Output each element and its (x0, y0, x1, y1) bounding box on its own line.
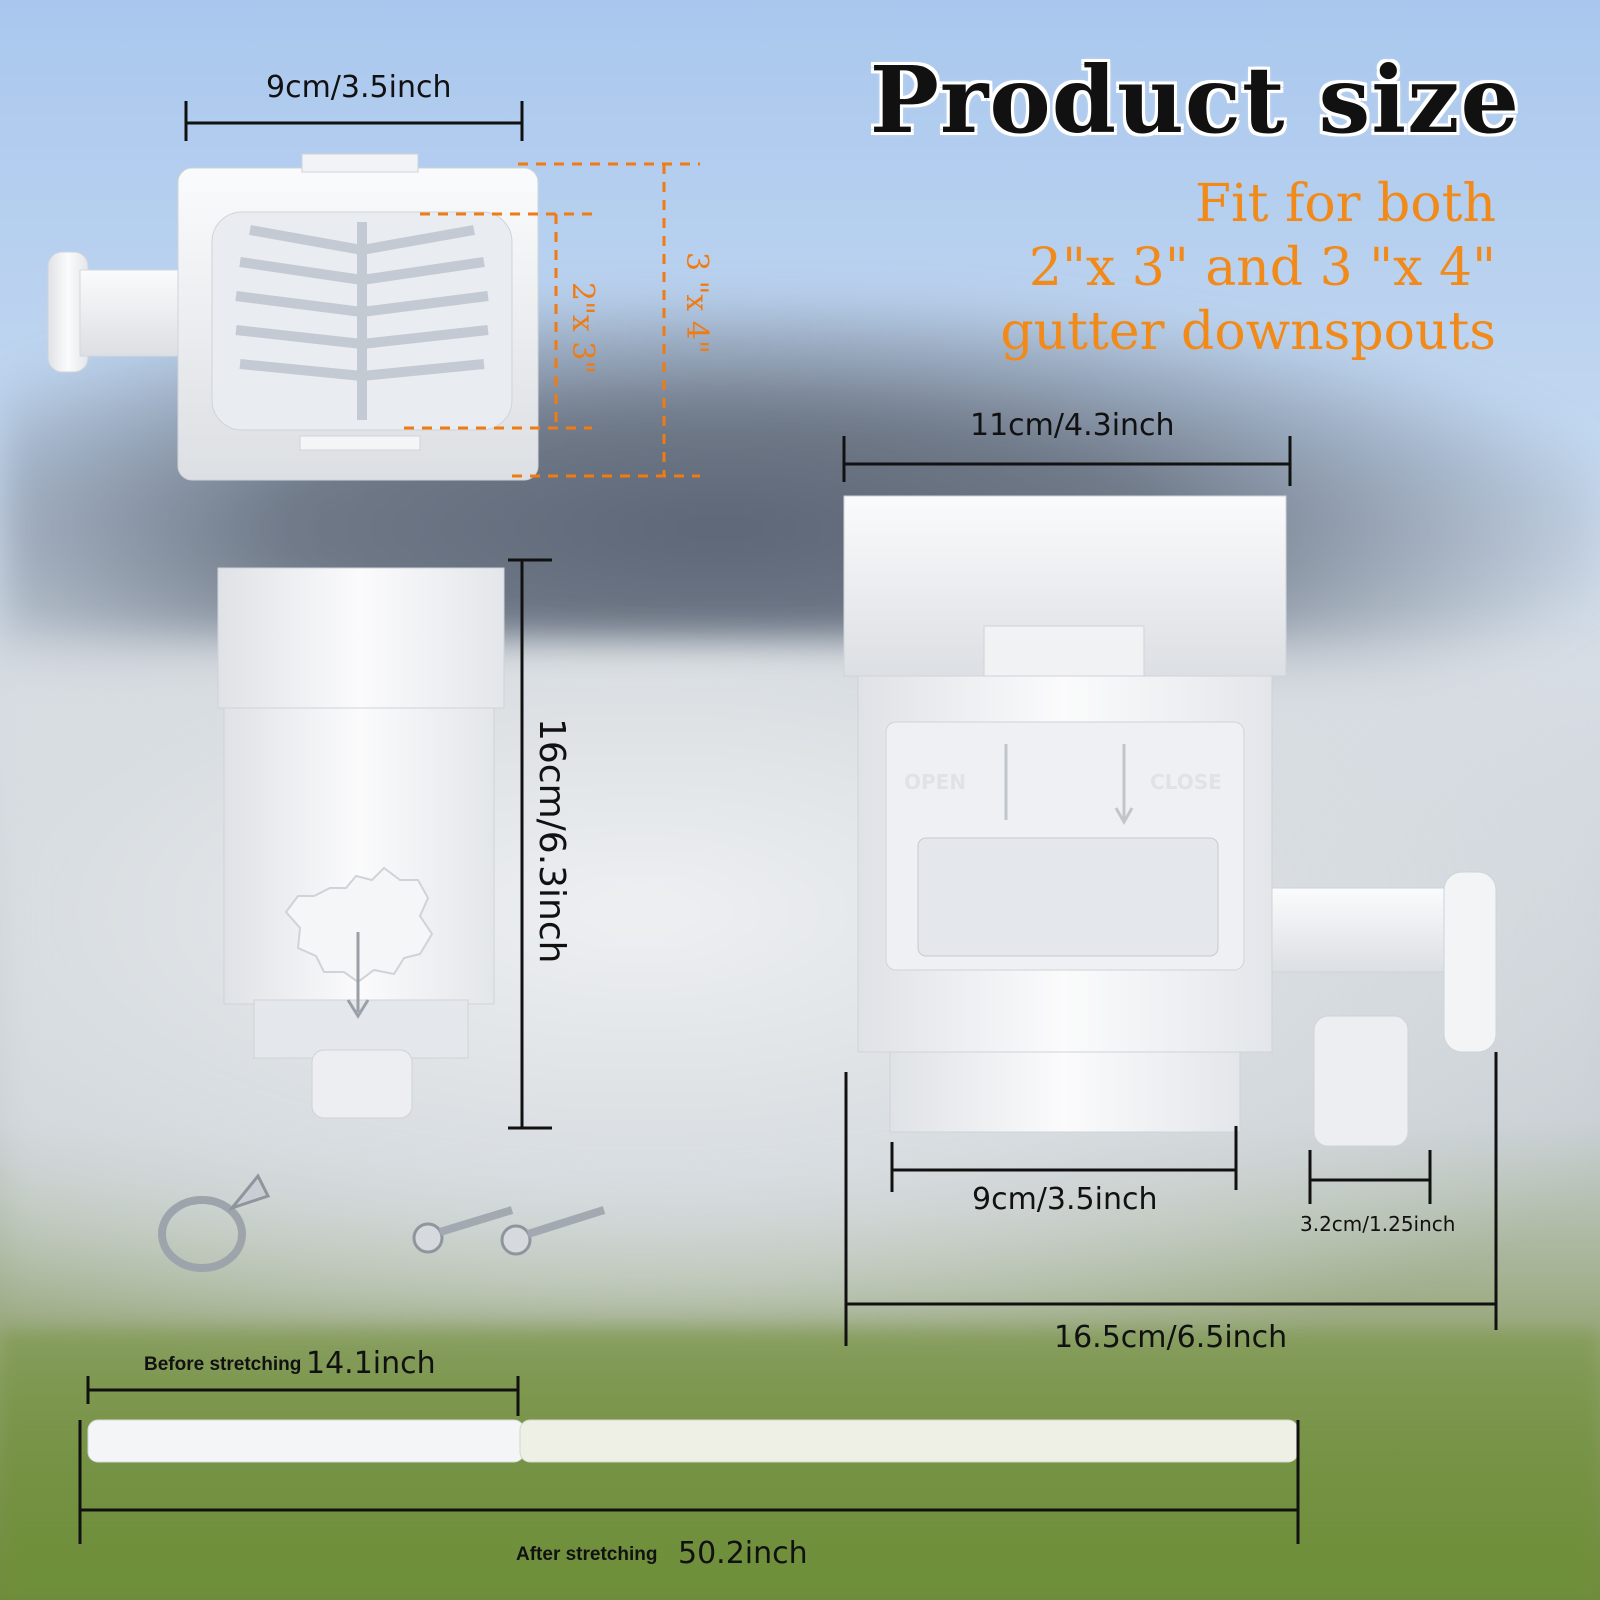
top-width-label: 9cm/3.5inch (266, 70, 452, 105)
open-marking: OPEN (904, 770, 967, 794)
hose-clamp (158, 1173, 271, 1272)
outer-gutter-size-label: 3 "x 4" (679, 252, 714, 354)
inner-gutter-size-label: 2"x 3" (565, 282, 600, 375)
front-total-width-label: 16.5cm/6.5inch (1054, 1320, 1288, 1355)
after-stretching-value: 50.2inch (678, 1536, 808, 1571)
front-view-diverter (843, 495, 1497, 1147)
strainer-basket (235, 222, 489, 420)
before-stretching-label: Before stretching (144, 1354, 302, 1375)
compatibility-line-3: gutter downspouts (1000, 302, 1496, 362)
hose-dimensions (78, 1376, 1300, 1544)
front-top-width-label: 11cm/4.3inch (970, 408, 1175, 443)
side-view-diverter (217, 567, 505, 1119)
blurred-lawn (0, 1330, 1600, 1600)
before-stretching-value: 14.1inch (306, 1346, 436, 1381)
side-height-dimension (508, 558, 552, 1130)
page-title: Product size (869, 46, 1520, 154)
front-view-dimensions (842, 436, 1498, 1346)
compatibility-line-1: Fit for both (1194, 174, 1496, 234)
screws (412, 1206, 606, 1256)
compatibility-line-2: 2"x 3" and 3 "x 4" (1028, 238, 1496, 298)
orange-dashed-guides (404, 162, 700, 478)
compatibility-note: Fit for both 2"x 3" and 3 "x 4" gutter d… (1000, 172, 1496, 364)
outlet-diameter-label: 3.2cm/1.25inch (1300, 1212, 1456, 1236)
after-stretching-label: After stretching (516, 1544, 658, 1565)
front-bottom-width-label: 9cm/3.5inch (972, 1182, 1158, 1217)
top-view-diverter (47, 153, 539, 481)
side-height-label: 16cm/6.3inch (531, 718, 572, 964)
close-marking: CLOSE (1150, 770, 1222, 794)
extension-hose (87, 1419, 1299, 1463)
top-width-dimension (184, 101, 524, 141)
